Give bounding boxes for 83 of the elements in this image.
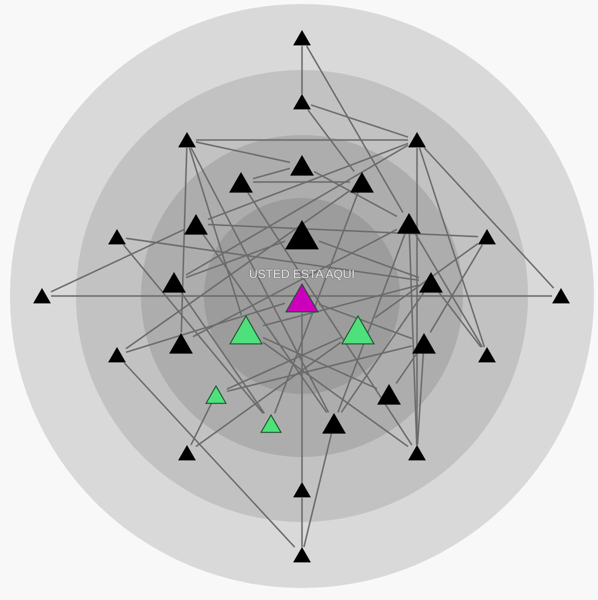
location-label: USTED ESTA AQUI [249, 266, 355, 281]
connector-line [252, 168, 290, 180]
triangle-node [33, 288, 51, 304]
connector-line [126, 302, 286, 353]
connector-line [226, 345, 412, 392]
connector-line [318, 304, 412, 340]
connector-line [186, 144, 408, 276]
triangle-node [293, 30, 311, 46]
connector-line [337, 233, 406, 413]
triangle-node [293, 546, 311, 563]
connector-line [247, 192, 412, 446]
triangle-node [229, 172, 253, 193]
connector-line [301, 46, 303, 94]
connector-line [318, 240, 420, 278]
connector-line [303, 433, 332, 548]
connector-line [253, 181, 350, 183]
connector-line [424, 147, 554, 289]
connector-line [438, 292, 482, 348]
connector-line [190, 148, 330, 413]
connector-line [180, 292, 265, 414]
triangle-node [341, 314, 375, 345]
triangle-node [478, 228, 496, 245]
connector-line [416, 354, 424, 446]
triangle-node [293, 94, 311, 110]
connector-line [310, 104, 408, 138]
connector-line [408, 234, 418, 446]
connector-line [301, 498, 303, 548]
triangle-node [377, 384, 401, 405]
connector-line [262, 336, 378, 390]
connector-line [196, 342, 342, 448]
connector-line [430, 244, 483, 333]
connector-line [414, 233, 483, 348]
triangle-node [552, 288, 570, 304]
triangle-node [322, 412, 346, 434]
triangle-node [260, 414, 282, 434]
triangle-node [178, 444, 196, 461]
connector-line [196, 141, 290, 164]
connector-line [314, 170, 398, 218]
triangle-node [108, 228, 126, 245]
connector-line [340, 292, 424, 413]
triangle-node [290, 154, 314, 176]
triangle-node [162, 272, 186, 293]
triangle-node [397, 212, 421, 234]
triangle-node [419, 272, 443, 293]
triangle-node [205, 384, 227, 404]
connector-line [190, 403, 212, 446]
connector-line [180, 148, 188, 332]
triangle-node [412, 332, 436, 354]
connector-line [196, 139, 408, 141]
triangle-node [285, 220, 319, 250]
connector-line [306, 46, 404, 213]
triangle-node [178, 132, 196, 148]
location-marker [249, 266, 355, 313]
connector-line [50, 228, 184, 292]
triangle-node [478, 346, 496, 363]
connector-line [188, 148, 242, 316]
connector-line [418, 148, 486, 348]
triangle-node [229, 314, 263, 345]
connector-line [374, 242, 478, 318]
connector-line [122, 244, 264, 414]
connector-line [307, 109, 355, 172]
connector-line [124, 362, 296, 548]
connector-line [226, 336, 342, 390]
connector-line [208, 142, 408, 220]
triangle-node [108, 346, 126, 363]
triangle-node [293, 482, 311, 498]
connector-line [186, 240, 286, 278]
connector-line [126, 238, 420, 282]
triangle-node [408, 444, 426, 461]
connector-line [126, 190, 350, 350]
connector-line [262, 284, 420, 326]
connector-line [262, 342, 408, 448]
connector-line [202, 234, 328, 413]
connector-line [396, 353, 418, 384]
triangle-node [184, 214, 208, 235]
connector-line [192, 228, 398, 338]
triangle-node [350, 172, 374, 193]
connector-line [274, 192, 359, 414]
triangle-node [408, 132, 426, 148]
connector-line [51, 295, 552, 297]
connector-line [301, 312, 303, 482]
triangle-node [169, 332, 193, 354]
connector-line [208, 224, 478, 238]
